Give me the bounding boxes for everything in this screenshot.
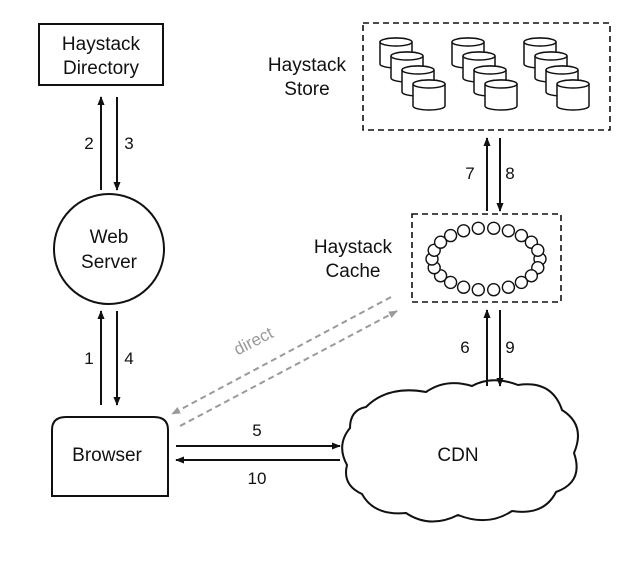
cache-bead	[471, 283, 485, 297]
cache-bead	[501, 280, 516, 294]
cdn-label: CDN	[437, 445, 478, 466]
arrow-direct-to-cache	[179, 310, 398, 427]
haystack-store-node	[362, 22, 611, 131]
edge-label-6: 6	[460, 338, 469, 357]
disk-icon	[556, 79, 590, 111]
store-label-line1: Haystack	[268, 55, 347, 76]
web-server-label-line2: Server	[81, 252, 138, 273]
direct-label: direct	[231, 323, 277, 359]
web-server-node: Web Server	[53, 193, 165, 305]
cdn-node: CDN	[341, 379, 579, 523]
cache-label-line2: Cache	[326, 261, 381, 282]
store-cylinders	[379, 37, 590, 111]
cache-bead	[514, 228, 529, 243]
cache-bead	[501, 224, 516, 238]
cache-bead	[471, 221, 485, 236]
store-label-line2: Store	[284, 79, 329, 100]
cache-bead	[524, 269, 539, 283]
disk-icon	[412, 79, 446, 111]
web-server-label-line1: Web	[90, 227, 129, 248]
edge-label-10: 10	[248, 469, 267, 488]
cache-bead	[443, 275, 458, 290]
cache-bead	[456, 280, 471, 294]
cache-label-line1: Haystack	[314, 237, 393, 258]
cache-ring	[425, 221, 547, 297]
edge-label-8: 8	[505, 164, 514, 183]
cache-bead	[487, 283, 501, 297]
edge-label-3: 3	[124, 134, 133, 153]
cache-bead	[514, 275, 529, 290]
cache-bead	[531, 243, 545, 258]
directory-label-line2: Directory	[63, 58, 140, 79]
cache-bead	[456, 224, 471, 238]
browser-node: Browser	[51, 416, 169, 497]
browser-label: Browser	[72, 445, 142, 466]
edge-label-2: 2	[84, 134, 93, 153]
cache-bead	[433, 235, 448, 249]
cache-bead	[487, 221, 501, 236]
edge-label-5: 5	[252, 421, 261, 440]
directory-label-line1: Haystack	[62, 34, 141, 55]
edge-label-9: 9	[505, 338, 514, 357]
haystack-cache-node	[411, 213, 562, 303]
cache-bead	[443, 228, 458, 243]
edge-label-7: 7	[465, 164, 474, 183]
haystack-directory-node: Haystack Directory	[38, 23, 164, 86]
arrow-direct-to-browser	[171, 296, 392, 415]
disk-icon	[484, 79, 518, 111]
edge-label-1: 1	[84, 349, 93, 368]
edge-label-4: 4	[124, 349, 133, 368]
